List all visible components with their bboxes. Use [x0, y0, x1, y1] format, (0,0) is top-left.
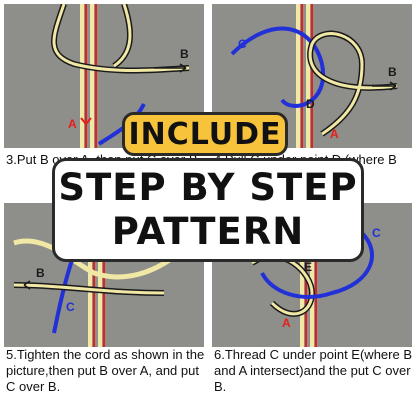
step-6-caption: 6.Thread C under point E(where B and A i… — [214, 347, 412, 394]
label-c: C — [372, 226, 381, 240]
pattern-line-1: STEP BY STEP — [58, 166, 358, 209]
label-a: A — [68, 117, 77, 131]
label-b: B — [36, 266, 45, 280]
label-a: A — [282, 316, 291, 330]
include-badge: INCLUDE — [122, 112, 288, 156]
label-a: A — [330, 127, 339, 141]
step-5-caption: 5.Tighten the cord as shown in the pictu… — [6, 347, 205, 394]
label-b: B — [388, 65, 397, 79]
pattern-line-2: PATTERN — [111, 210, 305, 253]
label-b: B — [180, 47, 189, 61]
include-text: INCLUDE — [128, 116, 282, 152]
step-by-step-badge: STEP BY STEP PATTERN — [52, 158, 364, 262]
step-3-illustration: B A — [4, 4, 204, 148]
step-3-photo: B A — [4, 4, 204, 148]
label-e: E — [304, 260, 312, 274]
label-c: C — [238, 37, 247, 51]
label-d: D — [306, 97, 315, 111]
label-c: C — [66, 300, 75, 314]
